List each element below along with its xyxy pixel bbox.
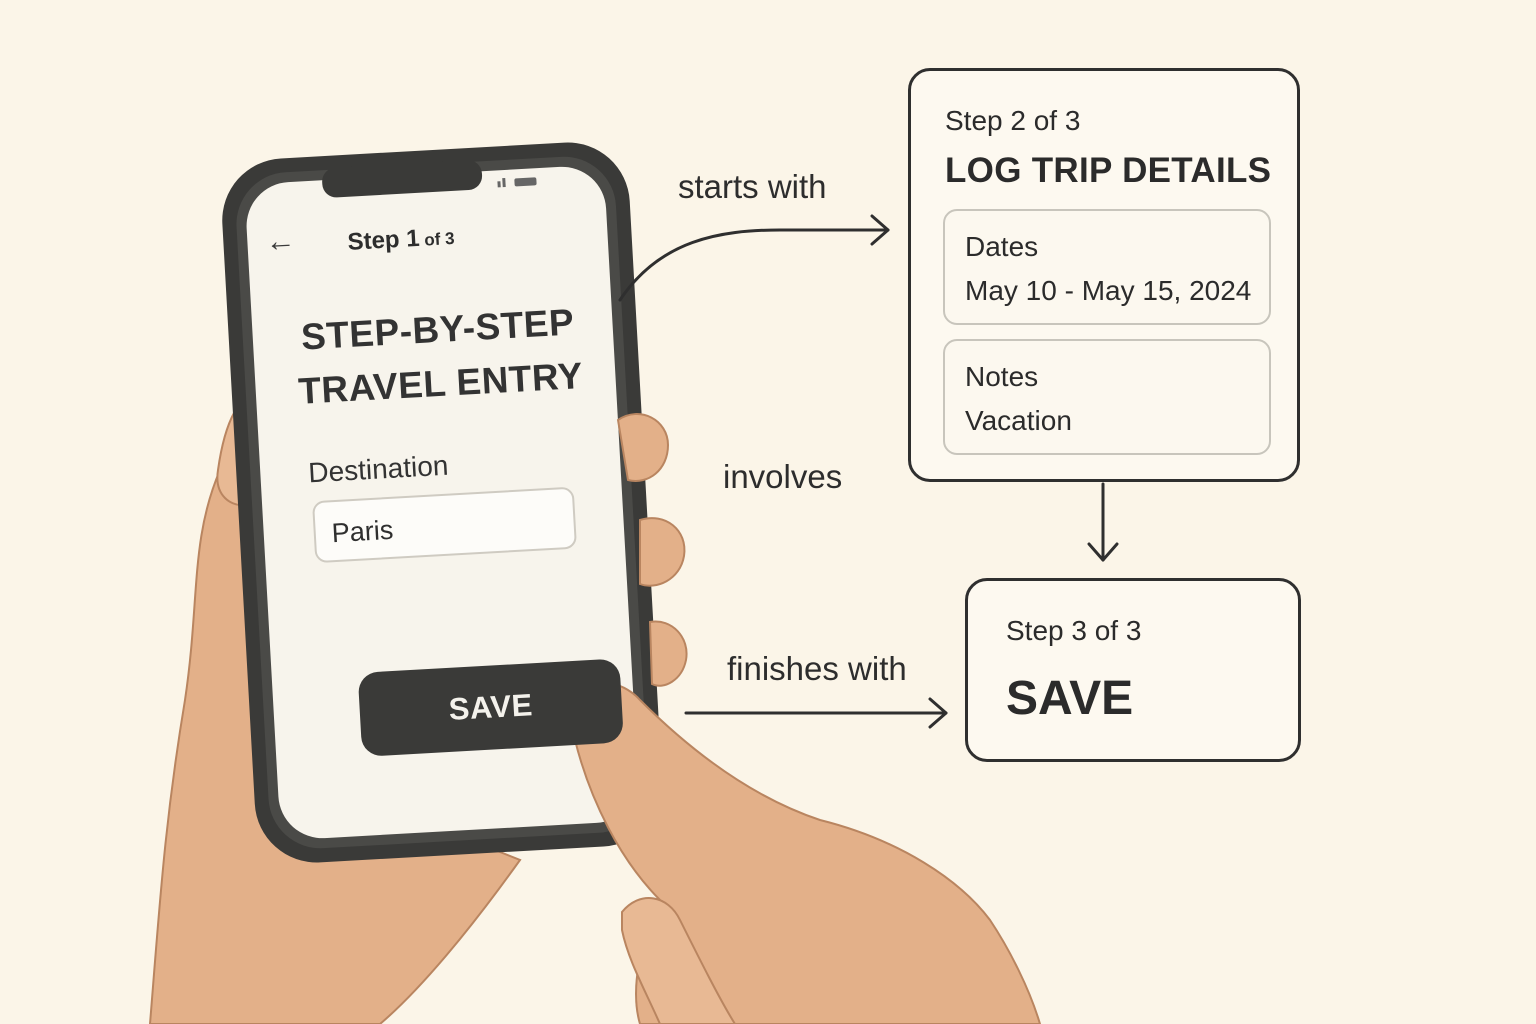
label-involves: involves — [723, 458, 843, 495]
notes-value: Vacation — [965, 405, 1072, 436]
arrowhead-finishes — [928, 697, 948, 729]
dates-label: Dates — [965, 231, 1039, 262]
step-indicator-total: of 3 — [419, 228, 456, 250]
dates-field[interactable]: Dates May 10 - May 15, 2024 — [943, 209, 1271, 325]
step-indicator: Step 1 of 3 — [347, 223, 455, 257]
step3-card: Step 3 of 3 SAVE — [965, 578, 1301, 762]
dates-value: May 10 - May 15, 2024 — [965, 275, 1252, 306]
save-button[interactable]: SAVE — [357, 658, 624, 757]
arrowhead-starts — [870, 214, 890, 246]
step2-title: LOG TRIP DETAILS — [945, 151, 1272, 190]
right-fingers — [616, 413, 688, 687]
destination-field[interactable]: Paris — [311, 486, 578, 564]
step3-title: SAVE — [1006, 672, 1134, 725]
label-starts-with: starts with — [678, 168, 827, 205]
destination-value: Paris — [330, 514, 395, 549]
arrowhead-down — [1087, 542, 1119, 562]
step-indicator-main: Step 1 — [346, 224, 421, 256]
phone-screen: ← Step 1 of 3 STEP-BY-STEP TRAVEL ENTRY … — [244, 168, 639, 827]
label-finishes-with: finishes with — [727, 650, 907, 687]
page-title: STEP-BY-STEP TRAVEL ENTRY — [271, 294, 607, 420]
arrows — [618, 214, 1119, 729]
destination-label: Destination — [307, 449, 450, 489]
step3-label: Step 3 of 3 — [1006, 615, 1142, 646]
arrow-left-icon[interactable]: ← — [264, 223, 297, 259]
notes-label: Notes — [965, 361, 1039, 392]
arrow-starts-with — [618, 228, 890, 302]
step2-card: Step 2 of 3 LOG TRIP DETAILS Dates May 1… — [908, 68, 1300, 482]
notes-field[interactable]: Notes Vacation — [943, 339, 1271, 455]
step2-label: Step 2 of 3 — [945, 105, 1081, 136]
